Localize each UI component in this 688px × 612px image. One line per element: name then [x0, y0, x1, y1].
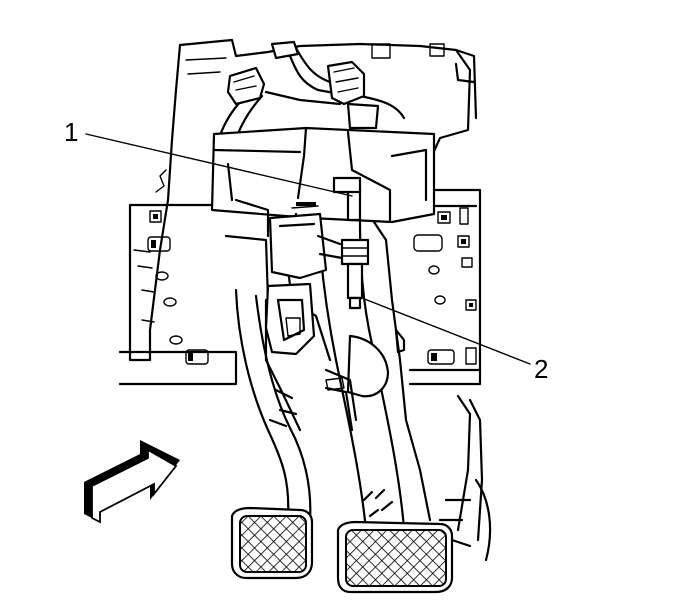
view-direction-arrow-icon — [84, 440, 180, 524]
callout-1: 1 — [64, 117, 353, 197]
pedal-bracket — [210, 126, 436, 302]
callout-1-leader — [85, 133, 353, 197]
wiring-harness — [214, 40, 406, 154]
left-pedal-arm — [234, 282, 316, 522]
stop-lamp-switch-assembly — [268, 176, 370, 310]
fasteners — [147, 207, 477, 365]
callout-2-label: 2 — [534, 354, 548, 384]
callout-1-label: 1 — [64, 117, 78, 147]
callout-2-leader — [361, 297, 531, 365]
right-linkage — [362, 394, 492, 562]
callout-2: 2 — [361, 297, 548, 384]
pedal-pads — [230, 506, 454, 594]
